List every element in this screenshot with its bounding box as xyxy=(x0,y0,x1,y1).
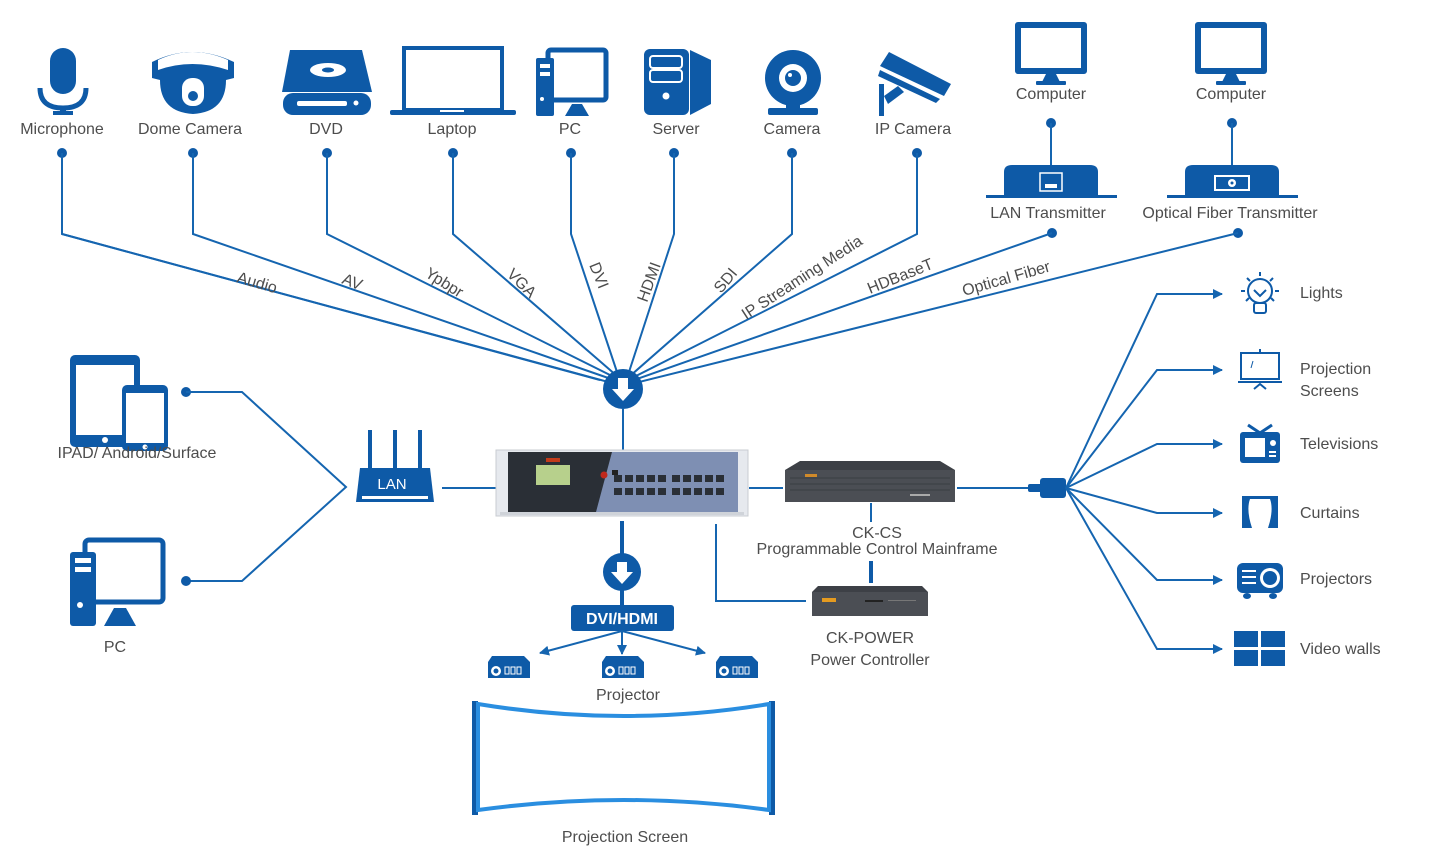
projector-icon xyxy=(1237,563,1283,599)
dvi-hdmi-badge xyxy=(571,605,674,631)
projector-label: Projector xyxy=(596,687,661,704)
source-label-dome-camera: Dome Camera xyxy=(138,121,242,138)
source-label-server: Server xyxy=(652,121,700,138)
projector-icon xyxy=(602,656,644,678)
projector-icon xyxy=(716,656,758,678)
tablet-phone-icon xyxy=(70,355,168,451)
router-label: LAN xyxy=(377,476,406,493)
client-label-tablet: IPAD/ Android/Surface xyxy=(58,445,217,462)
fiber-transmitter-icon xyxy=(1167,165,1298,198)
computer-label-fiber: Computer xyxy=(1196,86,1267,103)
power-desc-label: Power Controller xyxy=(810,652,930,669)
matrix-switcher-device xyxy=(495,449,749,517)
projection-screen-label: Projection Screen xyxy=(562,829,688,846)
source-label-dvd: DVD xyxy=(309,121,343,138)
power-controller-device xyxy=(812,586,928,616)
curtains-icon xyxy=(1242,496,1278,528)
lan-router-icon xyxy=(356,430,434,502)
lan-transmitter-icon xyxy=(986,165,1117,198)
signal-label-optical-fiber: Optical Fiber xyxy=(960,258,1053,300)
signal-label-sdi: SDI xyxy=(711,265,741,296)
signal-label-audio: Audio xyxy=(235,270,279,298)
computer-label-lan: Computer xyxy=(1016,86,1087,103)
source-label-camera: Camera xyxy=(764,121,821,138)
output-signal-label: DVI/HDMI xyxy=(586,611,658,628)
projection-screen-icon xyxy=(1238,349,1282,390)
computer-monitor-icon xyxy=(1015,22,1087,85)
source-label-microphone: Microphone xyxy=(20,121,104,138)
curved-projection-screen xyxy=(472,701,775,815)
signal-label-vga: VGA xyxy=(503,266,539,302)
signal-label-ypbpr: Ypbpr xyxy=(422,265,467,302)
desktop-pc-icon xyxy=(70,537,166,626)
dvd-player-icon xyxy=(282,50,372,115)
television-icon xyxy=(1240,423,1280,463)
output-arrow-icon xyxy=(603,553,641,591)
client-label-pc: PC xyxy=(104,639,126,656)
projector-icon xyxy=(488,656,530,678)
signal-label-av: AV xyxy=(340,271,365,294)
signal-label-hdmi: HDMI xyxy=(635,260,665,304)
microphone-icon xyxy=(37,48,89,115)
device-label-video-walls: Video walls xyxy=(1300,641,1381,658)
input-merge-arrow-icon xyxy=(603,369,643,409)
source-wires xyxy=(57,148,1243,384)
video-wall-icon xyxy=(1234,631,1285,666)
device-label-projectors: Projectors xyxy=(1300,571,1372,588)
source-label-pc: PC xyxy=(559,121,581,138)
light-bulb-icon xyxy=(1241,272,1279,314)
fiber-transmitter-label: Optical Fiber Transmitter xyxy=(1142,205,1318,222)
device-label-projection-screens-1: Projection xyxy=(1300,361,1371,378)
mainframe-desc-label: Programmable Control Mainframe xyxy=(757,541,998,558)
computer-monitor-icon xyxy=(1195,22,1267,85)
device-label-televisions: Televisions xyxy=(1300,436,1378,453)
source-label-laptop: Laptop xyxy=(428,121,477,138)
device-label-curtains: Curtains xyxy=(1300,505,1360,522)
mainframe-model-label: CK-CS xyxy=(852,525,902,542)
dome-camera-icon xyxy=(152,52,234,114)
projector-fanout xyxy=(539,630,706,656)
ip-camera-icon xyxy=(878,52,951,116)
device-label-projection-screens-2: Screens xyxy=(1300,383,1359,400)
source-label-ip-camera: IP Camera xyxy=(875,121,951,138)
laptop-icon xyxy=(390,46,516,115)
webcam-icon xyxy=(765,50,821,115)
client-wires xyxy=(181,387,348,586)
control-connector-icon xyxy=(1028,478,1066,498)
device-label-lights: Lights xyxy=(1300,285,1343,302)
signal-label-ip-streaming: IP Streaming Media xyxy=(739,233,866,324)
control-fanout xyxy=(1065,289,1223,654)
server-icon xyxy=(644,49,711,115)
lan-transmitter-label: LAN Transmitter xyxy=(990,205,1106,222)
desktop-pc-icon xyxy=(536,47,609,116)
control-mainframe-device xyxy=(785,461,955,502)
power-model-label: CK-POWER xyxy=(826,630,914,647)
